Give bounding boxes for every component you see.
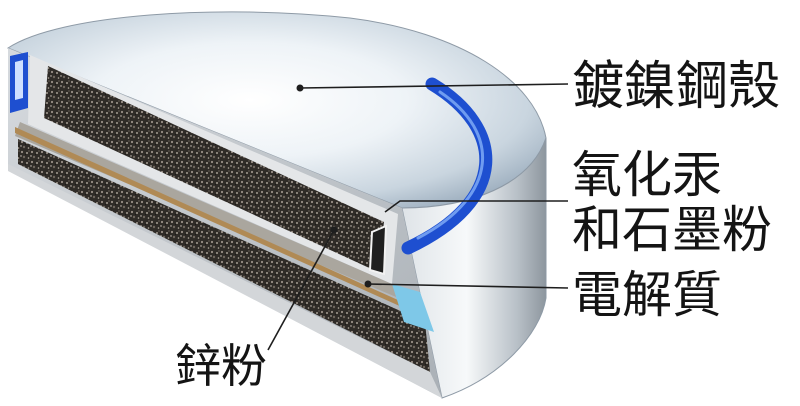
label-anode: 鋅粉 bbox=[175, 339, 267, 393]
cathode-seal bbox=[370, 226, 386, 274]
label-shell: 鍍鎳鋼殼 bbox=[572, 57, 780, 117]
label-cathode-line1: 氧化汞 bbox=[572, 146, 722, 204]
label-cathode-line2: 和石墨粉 bbox=[572, 201, 772, 259]
gasket-left-highlight bbox=[15, 60, 23, 100]
label-electrolyte: 電解質 bbox=[572, 266, 722, 324]
